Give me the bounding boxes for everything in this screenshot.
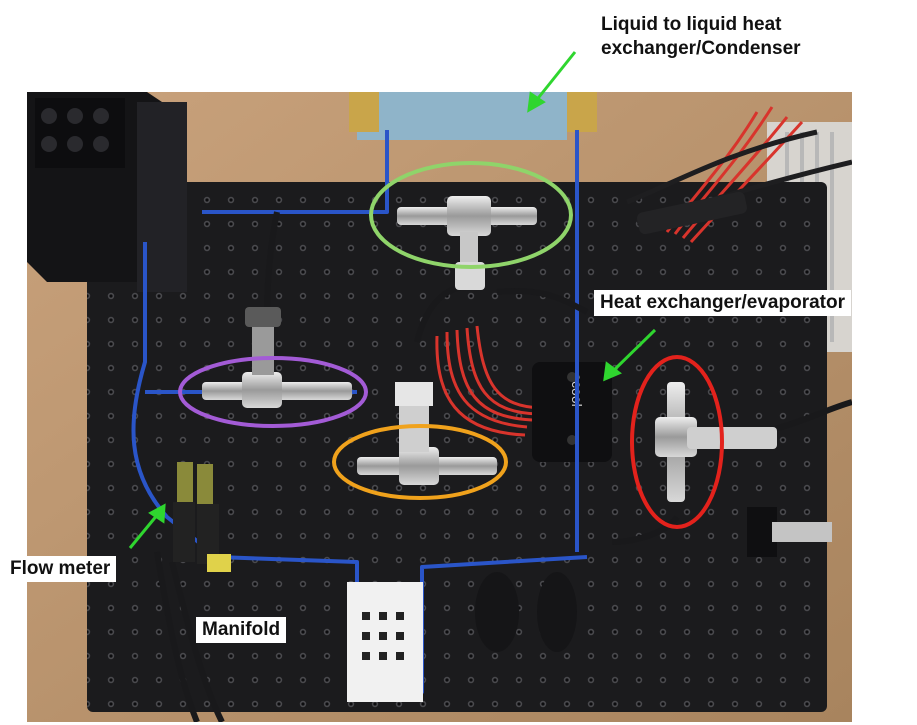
ring-orange [332,424,508,500]
label-flow-meter: Flow meter [4,556,117,582]
label-manifold: Manifold [196,617,287,643]
arrow-condenser [533,51,577,103]
arrow-flow-meter [128,513,160,549]
label-condenser-line2: exchanger/Condenser [601,38,801,59]
ring-purple [178,356,368,428]
label-condenser: Liquid to liquid heat exchanger/Condense… [601,13,801,61]
label-condenser-line1: Liquid to liquid heat [601,14,782,35]
arrow-evaporator [610,328,657,374]
ring-red [630,355,724,529]
manifold-block [347,582,423,702]
label-evaporator: Heat exchanger/evaporator [594,290,851,316]
ring-green [369,161,573,269]
evaporator-block [532,362,612,462]
